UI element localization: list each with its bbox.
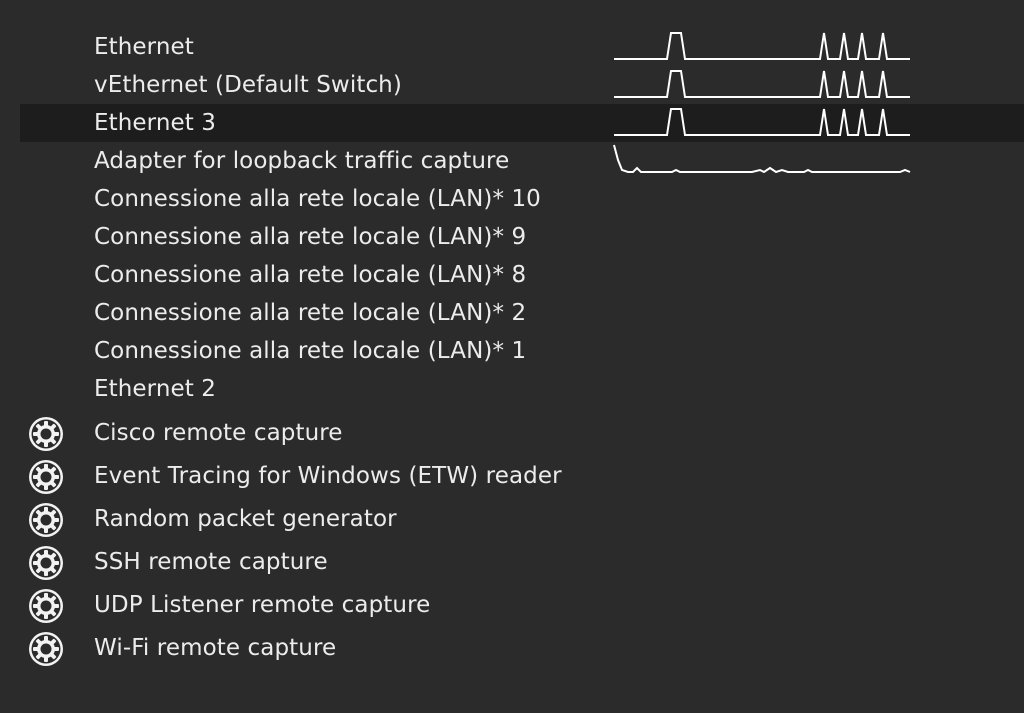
traffic-sparkline bbox=[613, 144, 911, 174]
traffic-sparkline bbox=[614, 32, 910, 60]
interface-row-ethernet-3[interactable]: Ethernet 3 bbox=[20, 104, 1024, 142]
interface-name: UDP Listener remote capture bbox=[94, 592, 431, 618]
extcap-row-etw[interactable]: Event Tracing for Windows (ETW) reader bbox=[20, 455, 1024, 498]
interface-row-lan-8[interactable]: Connessione alla rete locale (LAN)* 8 bbox=[20, 256, 1024, 294]
gear-icon[interactable] bbox=[28, 459, 64, 495]
interface-row-vethernet[interactable]: vEthernet (Default Switch) bbox=[20, 66, 1024, 104]
interface-name: Connessione alla rete locale (LAN)* 9 bbox=[94, 224, 527, 250]
interface-row-ethernet-2[interactable]: Ethernet 2 bbox=[20, 370, 1024, 408]
gear-icon[interactable] bbox=[28, 631, 64, 667]
interface-name: Ethernet bbox=[94, 34, 194, 60]
interface-name: Connessione alla rete locale (LAN)* 1 bbox=[94, 338, 527, 364]
interface-name: Ethernet 2 bbox=[94, 376, 217, 402]
interface-name: Wi-Fi remote capture bbox=[94, 635, 337, 661]
interface-name: vEthernet (Default Switch) bbox=[94, 72, 402, 98]
extcap-interface-list: Cisco remote capture Event Tracing for W… bbox=[0, 412, 1024, 670]
interface-row-lan-10[interactable]: Connessione alla rete locale (LAN)* 10 bbox=[20, 180, 1024, 218]
interface-row-lan-2[interactable]: Connessione alla rete locale (LAN)* 2 bbox=[20, 294, 1024, 332]
interface-name: Adapter for loopback traffic capture bbox=[94, 148, 510, 174]
interface-row-ethernet[interactable]: Ethernet bbox=[20, 28, 1024, 66]
interface-name: Connessione alla rete locale (LAN)* 10 bbox=[94, 186, 541, 212]
interface-name: Connessione alla rete locale (LAN)* 2 bbox=[94, 300, 527, 326]
interface-name: Ethernet 3 bbox=[94, 110, 217, 136]
interface-row-lan-1[interactable]: Connessione alla rete locale (LAN)* 1 bbox=[20, 332, 1024, 370]
interface-row-lan-9[interactable]: Connessione alla rete locale (LAN)* 9 bbox=[20, 218, 1024, 256]
interface-name: Cisco remote capture bbox=[94, 420, 343, 446]
extcap-row-cisco[interactable]: Cisco remote capture bbox=[20, 412, 1024, 455]
traffic-sparkline bbox=[614, 70, 910, 98]
interface-name: Connessione alla rete locale (LAN)* 8 bbox=[94, 262, 527, 288]
extcap-row-ssh[interactable]: SSH remote capture bbox=[20, 541, 1024, 584]
extcap-row-wifi[interactable]: Wi-Fi remote capture bbox=[20, 627, 1024, 670]
gear-icon[interactable] bbox=[28, 588, 64, 624]
gear-icon[interactable] bbox=[28, 545, 64, 581]
interface-name: Event Tracing for Windows (ETW) reader bbox=[94, 463, 562, 489]
gear-icon[interactable] bbox=[28, 502, 64, 538]
interface-name: SSH remote capture bbox=[94, 549, 328, 575]
traffic-sparkline bbox=[614, 108, 910, 136]
extcap-row-random-packet[interactable]: Random packet generator bbox=[20, 498, 1024, 541]
interface-name: Random packet generator bbox=[94, 506, 397, 532]
interface-row-loopback[interactable]: Adapter for loopback traffic capture bbox=[20, 142, 1024, 180]
interface-list: Ethernet vEthernet (Default Switch) Ethe… bbox=[0, 28, 1024, 408]
gear-icon[interactable] bbox=[28, 416, 64, 452]
extcap-row-udp-listener[interactable]: UDP Listener remote capture bbox=[20, 584, 1024, 627]
